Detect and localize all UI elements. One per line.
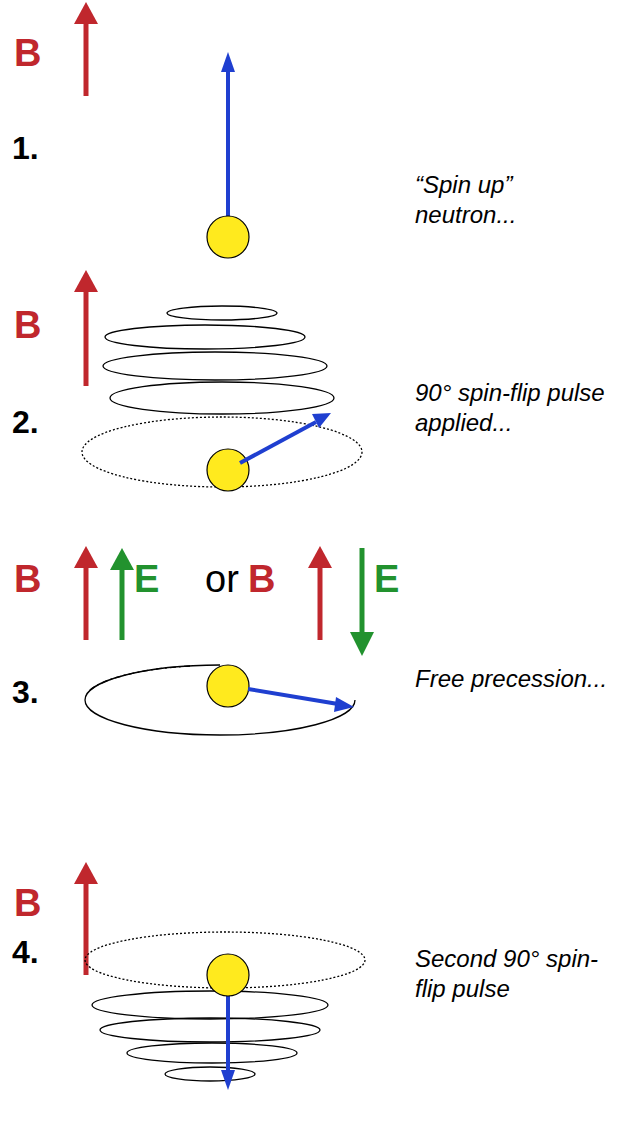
connective-word: or bbox=[205, 556, 239, 604]
step-note: Free precession... bbox=[415, 664, 610, 694]
step-note: “Spin up” neutron... bbox=[415, 170, 610, 230]
step-number: 3. bbox=[12, 672, 39, 712]
field-label: B bbox=[14, 556, 41, 604]
step-number: 2. bbox=[12, 402, 39, 442]
field-label: E bbox=[134, 556, 159, 604]
field-label: B bbox=[248, 556, 275, 604]
field-label: E bbox=[374, 556, 399, 604]
field-label: B bbox=[14, 30, 41, 78]
panel-1 bbox=[74, 2, 249, 258]
panel-2 bbox=[74, 270, 362, 491]
step-note: Second 90° spin-flip pulse bbox=[415, 944, 610, 1004]
panel-4 bbox=[74, 862, 365, 1090]
field-label: B bbox=[14, 302, 41, 350]
panel-3 bbox=[74, 546, 374, 735]
step-note: 90° spin-flip pulse applied... bbox=[415, 378, 610, 438]
step-number: 1. bbox=[12, 128, 39, 168]
step-number: 4. bbox=[12, 932, 39, 972]
field-label: B bbox=[14, 880, 41, 928]
